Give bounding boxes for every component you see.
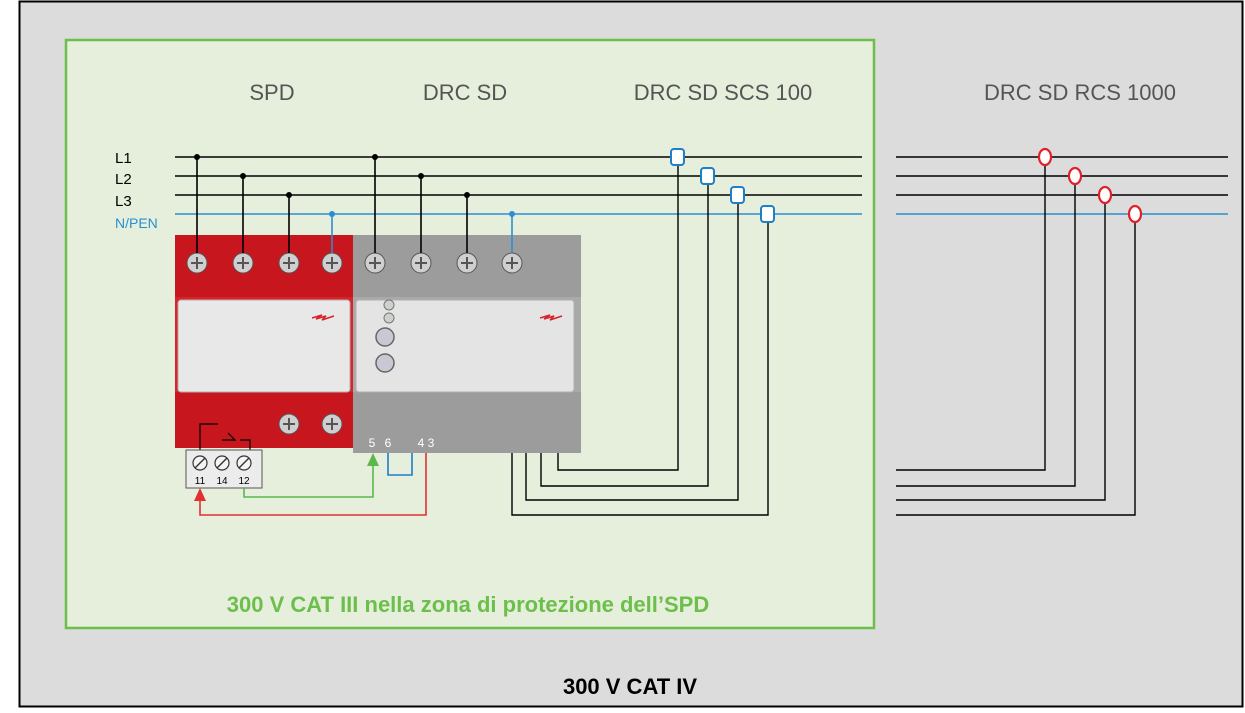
bus-drops <box>196 157 468 253</box>
drc-sd-device <box>353 235 581 453</box>
terminal-11: 11 <box>195 476 206 487</box>
relay-terminal-block <box>185 449 263 489</box>
terminal-4-3: 4 3 <box>418 436 435 450</box>
signal-wire-red <box>199 453 427 516</box>
drc-led-icon <box>383 312 395 324</box>
label-l3: L3 <box>115 193 132 210</box>
rcs-sensor-l2-icon <box>1067 166 1083 186</box>
spd-logo-icon <box>311 314 335 321</box>
scs-sensor-n-icon <box>760 205 775 223</box>
neutral-drops <box>331 214 513 253</box>
label-n-pen: N/PEN <box>115 215 158 231</box>
label-drc-sd-rcs: DRC SD RCS 1000 <box>984 80 1176 105</box>
scs-sensor-l2-icon <box>700 167 715 185</box>
arrow-up-icon <box>367 453 379 466</box>
drc-logo-icon <box>539 314 563 321</box>
label-spd: SPD <box>249 80 294 105</box>
relay-contact-icon <box>199 423 251 452</box>
scs-sensors <box>670 148 775 223</box>
rcs-sensor-wires <box>896 165 1136 516</box>
arrow-up-icon <box>194 488 206 501</box>
drc-led-icon <box>383 299 395 311</box>
rcs-sensor-l3-icon <box>1097 185 1113 205</box>
label-l1: L1 <box>115 150 132 167</box>
cat-iv-caption: 300 V CAT IV <box>563 674 697 699</box>
label-drc-sd: DRC SD <box>423 80 507 105</box>
terminal-6: 6 <box>385 436 392 450</box>
terminal-14: 14 <box>216 476 228 487</box>
rcs-sensor-l1-icon <box>1037 147 1053 167</box>
terminal-5: 5 <box>369 436 376 450</box>
rcs-sensor-n-icon <box>1127 204 1143 224</box>
screw-slots <box>191 257 518 430</box>
drc-button-icon <box>375 353 395 373</box>
drc-button-icon <box>375 327 395 347</box>
signal-wire-green <box>243 464 374 498</box>
terminal-12: 12 <box>238 476 250 487</box>
jumper-wire <box>387 453 413 476</box>
label-drc-sd-scs: DRC SD SCS 100 <box>634 80 813 105</box>
cat-iii-caption: 300 V CAT III nella zona di protezione d… <box>227 592 709 617</box>
scs-sensor-l3-icon <box>730 186 745 204</box>
label-l2: L2 <box>115 171 132 188</box>
scs-sensor-l1-icon <box>670 148 685 166</box>
rcs-sensors <box>1037 147 1143 224</box>
scs-sensor-wires <box>511 165 769 516</box>
junction-dots <box>194 154 515 217</box>
